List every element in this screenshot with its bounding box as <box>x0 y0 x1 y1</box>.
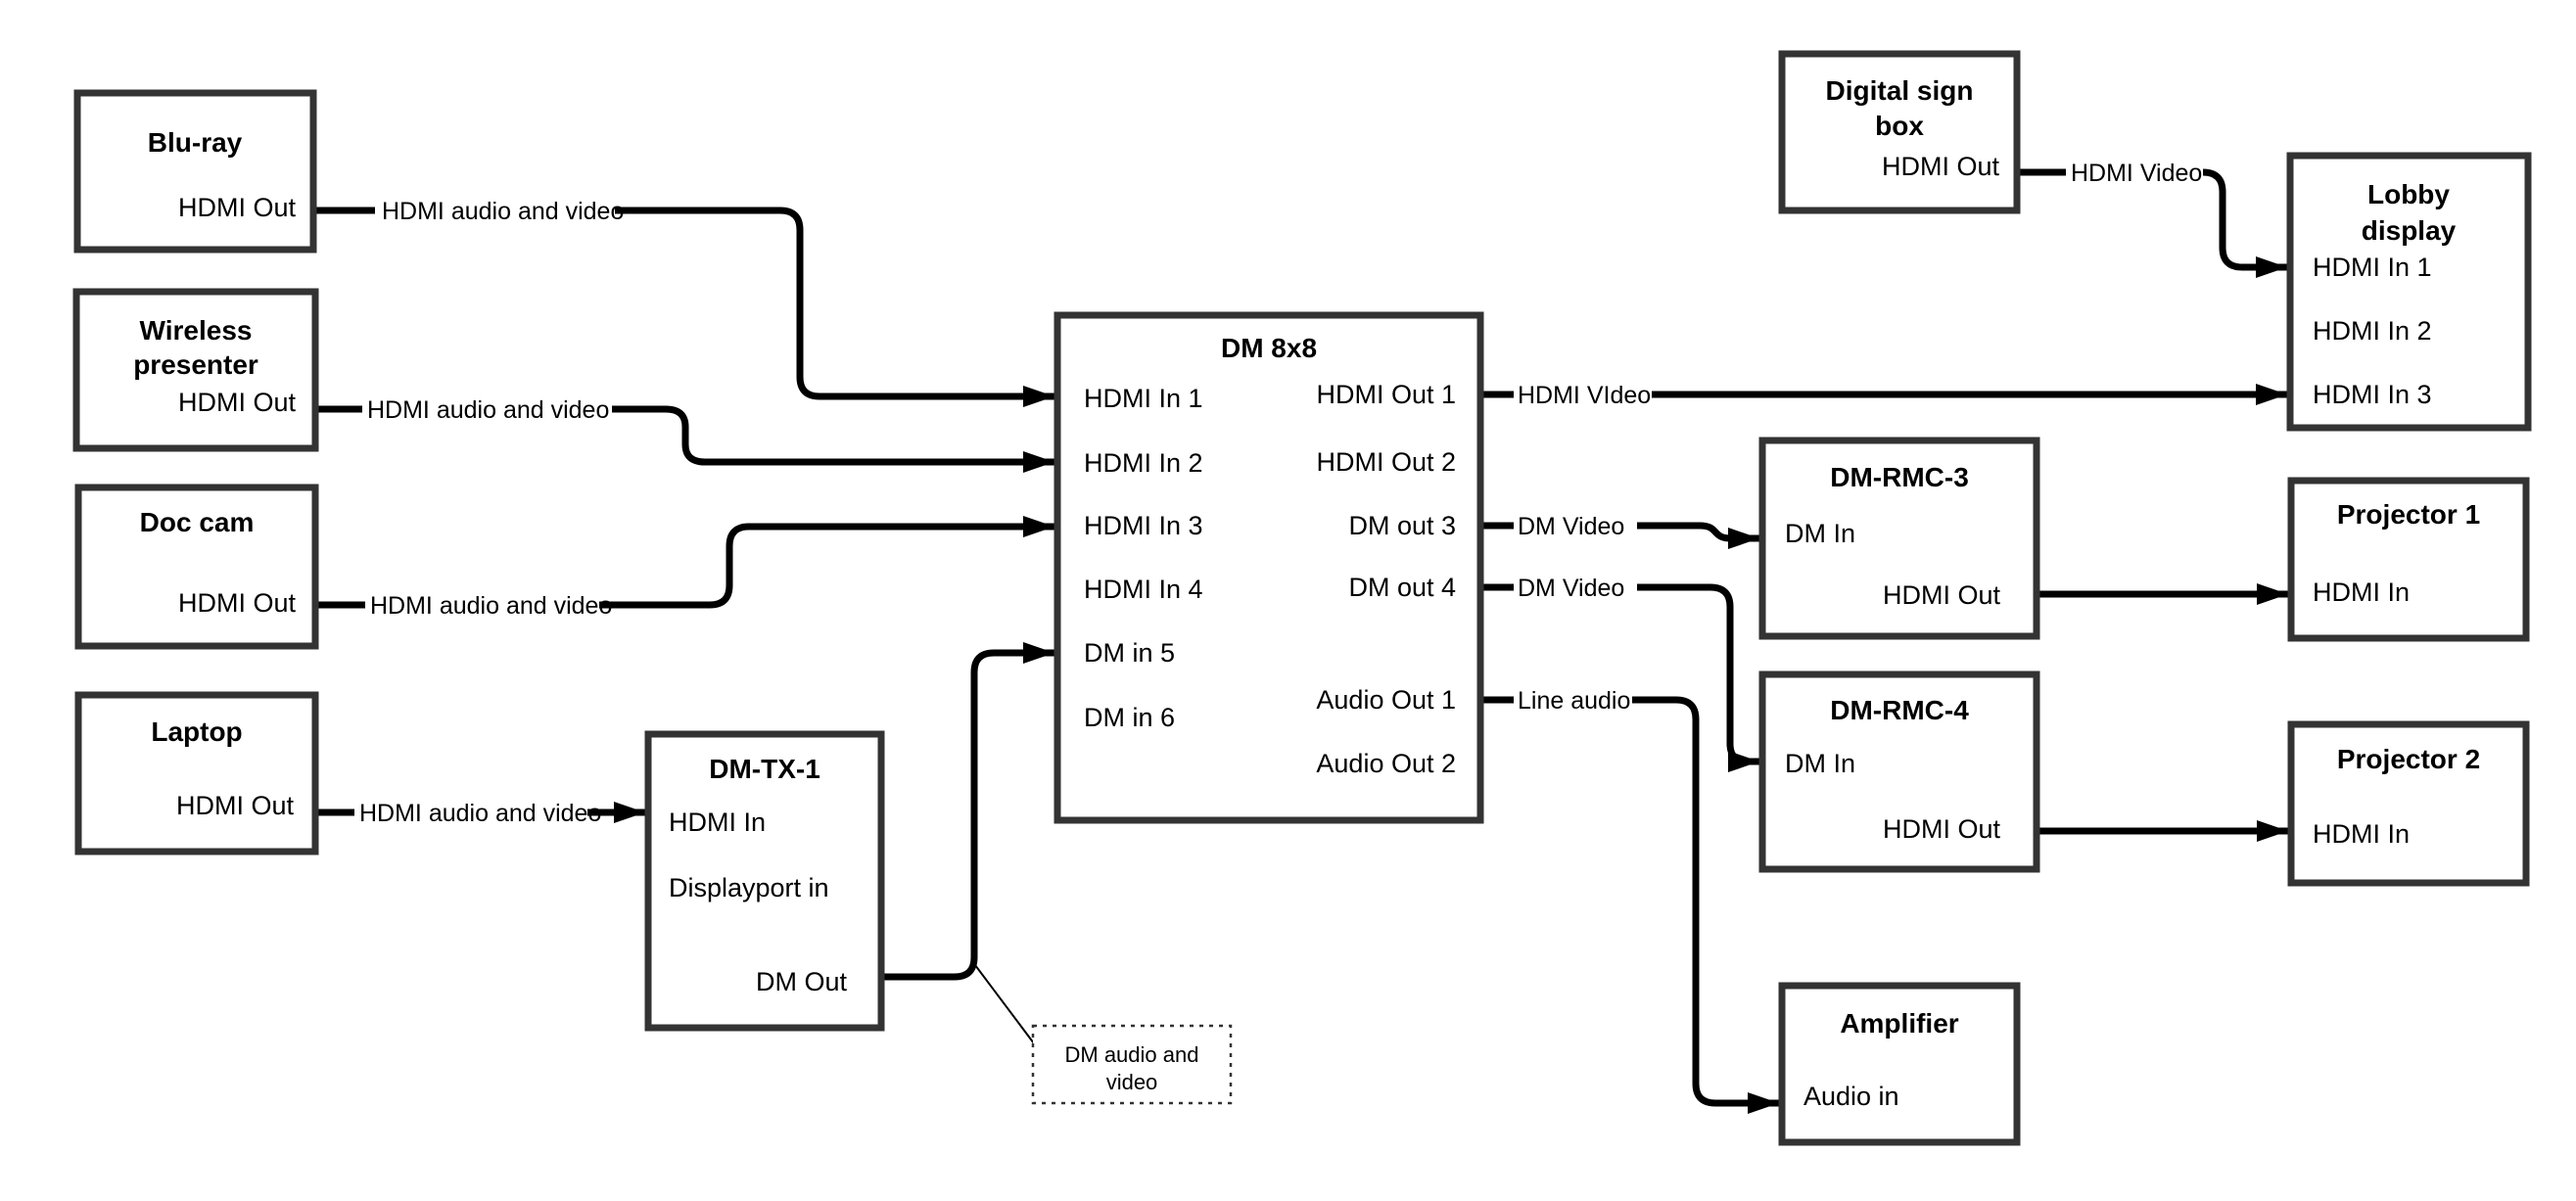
doccam-title: Doc cam <box>140 507 255 537</box>
proj2-port-hdmi-in: HDMI In <box>2313 819 2410 849</box>
boxes <box>72 50 2532 1146</box>
lobby-title-line1: Lobby <box>2367 179 2450 209</box>
edge-label-doccam: HDMI audio and video <box>370 592 612 620</box>
note-text-line1: DM audio and <box>1065 1042 1199 1067</box>
edge-label-hdmi-video-sign: HDMI Video <box>2071 160 2202 187</box>
wireless-presenter-box <box>72 288 319 452</box>
lobby-port-hdmi-in-2: HDMI In 2 <box>2313 316 2432 346</box>
rmc4-port-dm-in: DM In <box>1785 749 1855 778</box>
doc-cam-box <box>74 484 319 650</box>
dm8x8-port-dm-out-3: DM out 3 <box>1348 511 1456 540</box>
projector-2-box <box>2287 720 2530 887</box>
lobby-port-hdmi-in-1: HDMI In 1 <box>2313 253 2432 282</box>
amp-title: Amplifier <box>1840 1008 1958 1039</box>
note-box <box>1031 1024 1233 1105</box>
rmc3-port-dm-in: DM In <box>1785 519 1855 548</box>
dmtx1-port-dm-out: DM Out <box>756 967 848 996</box>
lobby-display-box <box>2286 152 2532 432</box>
wireless-title-line1: Wireless <box>140 315 253 346</box>
dm8x8-port-dm-in-5: DM in 5 <box>1084 638 1175 668</box>
rmc4-title: DM-RMC-4 <box>1830 695 1969 725</box>
edge-label-laptop: HDMI audio and video <box>359 800 601 827</box>
edge-out3-rmc3-seg2 <box>1637 522 1759 549</box>
laptop-port-hdmi-out: HDMI Out <box>176 791 295 820</box>
dm8x8-port-audio-out-1: Audio Out 1 <box>1316 685 1456 715</box>
dmtx1-port-hdmi-in: HDMI In <box>669 808 766 837</box>
edge-label-wireless: HDMI audio and video <box>367 396 609 424</box>
bluray-box <box>73 89 317 254</box>
edge-sign-lobby-seg2 <box>2202 168 2287 278</box>
dm8x8-port-dm-in-6: DM in 6 <box>1084 703 1175 732</box>
signbox-title-line1: Digital sign <box>1826 75 1974 106</box>
rmc3-title: DM-RMC-3 <box>1830 462 1969 492</box>
digital-sign-box <box>1778 50 2021 214</box>
amplifier-box <box>1778 982 2021 1146</box>
edge-dmtx1-dm8x8 <box>881 642 1054 981</box>
dm-tx-1-box <box>644 730 885 1032</box>
bluray-title: Blu-ray <box>148 127 243 158</box>
edge-bluray-dm8x8-seg2 <box>615 207 1054 407</box>
note-callout-line <box>971 960 1035 1044</box>
dm-rmc-4-box <box>1758 670 2040 873</box>
dm8x8-port-hdmi-in-3: HDMI In 3 <box>1084 511 1203 540</box>
signbox-title-line2: box <box>1875 111 1924 141</box>
edge-label-bluray: HDMI audio and video <box>382 198 624 225</box>
laptop-box <box>74 691 319 855</box>
rmc4-port-hdmi-out: HDMI Out <box>1883 814 2001 844</box>
dm8x8-port-hdmi-in-2: HDMI In 2 <box>1084 448 1203 478</box>
note-text-line2: video <box>1106 1070 1158 1094</box>
wireless-title-line2: presenter <box>133 349 258 380</box>
proj1-port-hdmi-in: HDMI In <box>2313 577 2410 607</box>
dm8x8-port-audio-out-2: Audio Out 2 <box>1316 749 1456 778</box>
laptop-title: Laptop <box>151 716 242 747</box>
dm8x8-port-hdmi-in-4: HDMI In 4 <box>1084 575 1203 604</box>
dm8x8-port-hdmi-in-1: HDMI In 1 <box>1084 384 1203 413</box>
rmc3-port-hdmi-out: HDMI Out <box>1883 580 2001 610</box>
dm8x8-title: DM 8x8 <box>1221 333 1317 363</box>
edge-label-dm-video-out3: DM Video <box>1518 513 1624 540</box>
dm-8x8-box <box>1054 311 1484 824</box>
wires <box>313 168 2288 1114</box>
dm-rmc-3-box <box>1758 437 2040 640</box>
labels: Blu-ray HDMI Out Wireless presenter HDMI… <box>133 75 2480 1111</box>
doccam-port-hdmi-out: HDMI Out <box>178 588 297 618</box>
lobby-title-line2: display <box>2362 215 2457 246</box>
proj2-title: Projector 2 <box>2337 744 2480 774</box>
edge-out4-rmc4-seg2 <box>1637 583 1759 772</box>
projector-1-box <box>2287 477 2530 642</box>
edge-doccam-dm8x8-seg2 <box>599 516 1054 609</box>
dm8x8-port-hdmi-out-2: HDMI Out 2 <box>1316 447 1456 477</box>
dm8x8-port-hdmi-out-1: HDMI Out 1 <box>1316 380 1456 409</box>
dm8x8-port-dm-out-4: DM out 4 <box>1348 573 1456 602</box>
amp-port-audio-in: Audio in <box>1803 1082 1899 1111</box>
wireless-port-hdmi-out: HDMI Out <box>178 388 297 417</box>
dmtx1-title: DM-TX-1 <box>709 754 820 784</box>
edge-audio1-amp-seg2 <box>1632 696 1779 1114</box>
edge-wireless-dm8x8-seg2 <box>612 405 1054 473</box>
edge-label-dm-video-out4: DM Video <box>1518 575 1624 602</box>
bluray-port-hdmi-out: HDMI Out <box>178 193 297 222</box>
lobby-port-hdmi-in-3: HDMI In 3 <box>2313 380 2432 409</box>
signbox-port-hdmi-out: HDMI Out <box>1882 152 2000 181</box>
edge-label-line-audio: Line audio <box>1518 687 1630 715</box>
dmtx1-port-displayport-in: Displayport in <box>669 873 829 902</box>
proj1-title: Projector 1 <box>2337 499 2480 530</box>
edge-label-hdmi-video-out1: HDMI VIdeo <box>1518 382 1651 409</box>
